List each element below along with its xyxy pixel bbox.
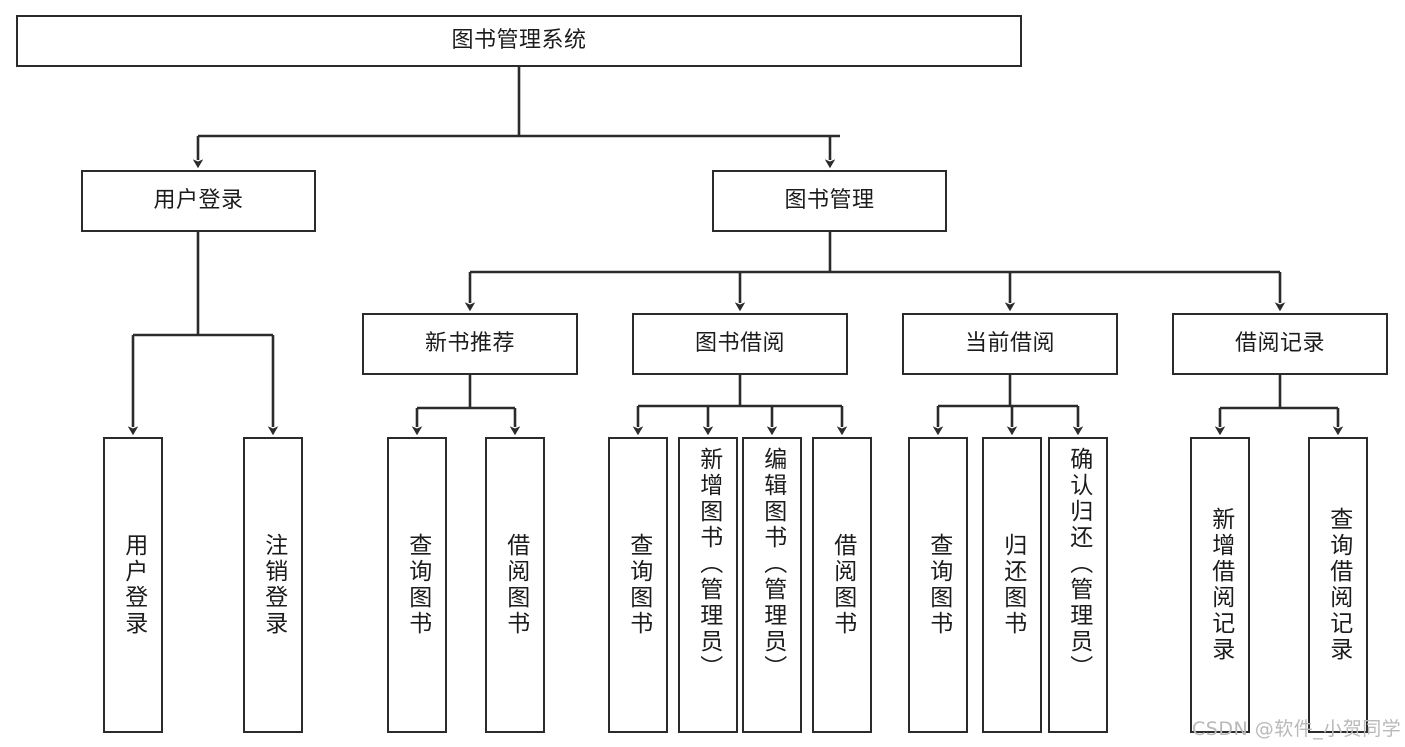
node-leaf-borrow-book-2[interactable]: 借阅图书 <box>812 437 872 733</box>
node-leaf-logout-login[interactable]: 注销登录 <box>243 437 303 733</box>
node-book-borrow-label: 图书借阅 <box>694 331 785 357</box>
node-root-label: 图书管理系统 <box>451 28 587 54</box>
node-leaf-confirm-return-label: 确认归还（管理员） <box>1065 447 1092 681</box>
node-leaf-query-book-3-label: 查询图书 <box>925 533 952 637</box>
node-leaf-return-book-label: 归还图书 <box>999 533 1026 637</box>
node-leaf-query-book-1[interactable]: 查询图书 <box>387 437 447 733</box>
node-leaf-add-book[interactable]: 新增图书（管理员） <box>678 437 738 733</box>
node-leaf-add-record-label: 新增借阅记录 <box>1207 507 1234 663</box>
node-leaf-query-record-label: 查询借阅记录 <box>1325 507 1352 663</box>
csdn-watermark: CSDN @软件_小贺同学 <box>1192 718 1402 740</box>
node-leaf-borrow-book-1-label: 借阅图书 <box>502 533 529 637</box>
node-root[interactable]: 图书管理系统 <box>16 15 1022 67</box>
node-book-manage-label: 图书管理 <box>784 188 875 214</box>
node-user-login[interactable]: 用户登录 <box>81 170 316 232</box>
node-leaf-logout-login-label: 注销登录 <box>260 533 287 637</box>
node-leaf-edit-book-label: 编辑图书（管理员） <box>759 447 786 681</box>
node-user-login-label: 用户登录 <box>153 188 244 214</box>
node-leaf-user-login-label: 用户登录 <box>120 533 147 637</box>
node-borrow-record[interactable]: 借阅记录 <box>1172 313 1388 375</box>
node-leaf-query-book-3[interactable]: 查询图书 <box>908 437 968 733</box>
node-leaf-query-record[interactable]: 查询借阅记录 <box>1308 437 1368 733</box>
node-leaf-borrow-book-2-label: 借阅图书 <box>829 533 856 637</box>
node-new-book-rec-label: 新书推荐 <box>424 331 515 357</box>
node-leaf-borrow-book-1[interactable]: 借阅图书 <box>485 437 545 733</box>
node-leaf-user-login[interactable]: 用户登录 <box>103 437 163 733</box>
node-leaf-query-book-1-label: 查询图书 <box>404 533 431 637</box>
node-leaf-edit-book[interactable]: 编辑图书（管理员） <box>742 437 802 733</box>
node-new-book-rec[interactable]: 新书推荐 <box>362 313 578 375</box>
node-book-borrow[interactable]: 图书借阅 <box>632 313 848 375</box>
node-borrow-record-label: 借阅记录 <box>1234 331 1325 357</box>
node-leaf-confirm-return[interactable]: 确认归还（管理员） <box>1048 437 1108 733</box>
node-book-manage[interactable]: 图书管理 <box>712 170 947 232</box>
node-leaf-add-record[interactable]: 新增借阅记录 <box>1190 437 1250 733</box>
node-current-borrow[interactable]: 当前借阅 <box>902 313 1118 375</box>
node-current-borrow-label: 当前借阅 <box>964 331 1055 357</box>
node-leaf-return-book[interactable]: 归还图书 <box>982 437 1042 733</box>
node-leaf-query-book-2[interactable]: 查询图书 <box>608 437 668 733</box>
node-leaf-query-book-2-label: 查询图书 <box>625 533 652 637</box>
node-leaf-add-book-label: 新增图书（管理员） <box>695 447 722 681</box>
